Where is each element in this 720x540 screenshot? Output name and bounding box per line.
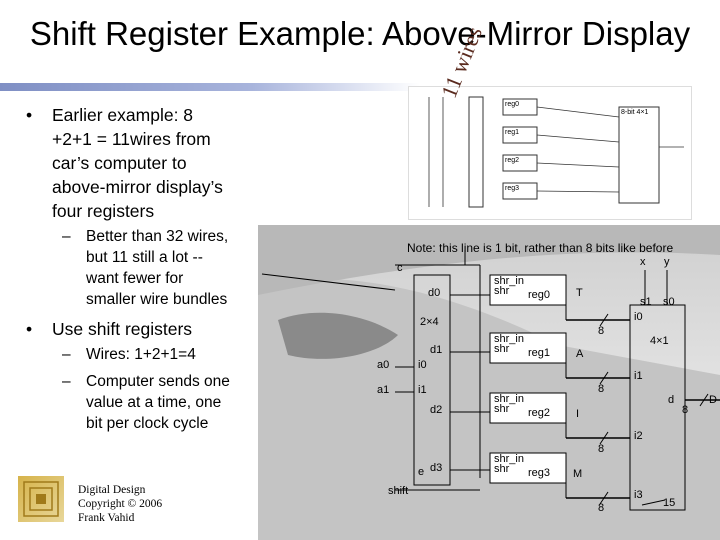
- mux-s1: s1: [640, 296, 652, 308]
- label-M: M: [573, 468, 583, 480]
- reg2-shr-in: shr_in: [494, 393, 524, 405]
- sub-dash-1: –: [62, 228, 71, 245]
- label-d2: d2: [430, 404, 443, 416]
- reg2-shr: shr: [494, 403, 510, 415]
- register-2: [489, 392, 567, 424]
- label-decoder: 2×4: [420, 316, 439, 328]
- mux-size: 4×1: [650, 335, 669, 347]
- reg3-shr-in: shr_in: [494, 453, 524, 465]
- sub-dash-2: –: [62, 346, 71, 363]
- label-a0: a0: [377, 359, 390, 371]
- reg0-shr-in: shr_in: [494, 275, 524, 287]
- mux-box: [629, 304, 686, 511]
- sub-line: bit per clock cycle: [86, 415, 209, 432]
- output-width: 8: [682, 404, 689, 416]
- logo-squares-icon: [23, 481, 59, 517]
- thumb-reg2: reg2: [505, 157, 520, 164]
- bullet-line: four registers: [52, 201, 155, 221]
- sub-computer-sends: Computer sends one value at a time, one …: [86, 371, 230, 434]
- reg0-name: reg0: [528, 289, 551, 301]
- footer-line: Frank Vahid: [78, 512, 135, 524]
- mux-i1: i1: [634, 370, 643, 382]
- reg0-shr: shr: [494, 285, 510, 297]
- label-x: x: [640, 256, 646, 268]
- mux-i0: i0: [634, 311, 643, 323]
- sub-line: but 11 still a lot --: [86, 249, 203, 266]
- footer-credit: Digital Design Copyright © 2006 Frank Va…: [78, 483, 162, 525]
- bus-width-3: 8: [598, 502, 605, 514]
- bullet-line: Earlier example: 8: [52, 105, 194, 125]
- reg1-name: reg1: [528, 347, 551, 359]
- footer-line: Copyright © 2006: [78, 498, 163, 510]
- sub-better-than: Better than 32 wires, but 11 still a lot…: [86, 226, 228, 310]
- reg3-shr: shr: [494, 463, 510, 475]
- bullet-line: car’s computer to: [52, 153, 187, 173]
- label-shift: shift: [388, 485, 409, 497]
- title-accent-bar: [0, 83, 420, 91]
- output-D: D: [709, 394, 717, 406]
- slide-title: Shift Register Example: Above-Mirror Dis…: [29, 15, 691, 52]
- thumb-mux-label: 8-bit 4×1: [621, 109, 649, 116]
- photo-shapes: [258, 225, 720, 540]
- thumb-reg0: reg0: [505, 101, 520, 108]
- annotation-arrow: [261, 273, 396, 291]
- car-interior-photo: [258, 225, 720, 540]
- register-3: [489, 452, 567, 484]
- label-fifteen: 15: [663, 497, 676, 509]
- label-I: I: [576, 408, 580, 420]
- reg1-shr-in: shr_in: [494, 333, 524, 345]
- sub-line: want fewer for: [86, 270, 184, 287]
- bullet-line: above-mirror display’s: [52, 177, 223, 197]
- mux-i2: i2: [634, 430, 643, 442]
- register-0: [489, 274, 567, 306]
- label-y: y: [664, 256, 670, 268]
- mux-i3: i3: [634, 489, 643, 501]
- bullet-use-shift-registers: Use shift registers: [52, 319, 193, 339]
- bus-width-1: 8: [598, 383, 605, 395]
- thumb-reg3: reg3: [505, 185, 520, 192]
- reg3-name: reg3: [528, 467, 551, 479]
- note-one-bit: Note: this line is 1 bit, rather than 8 …: [407, 241, 674, 255]
- sub-line: value at a time, one: [86, 394, 222, 411]
- label-d3: d3: [430, 462, 443, 474]
- mux-output-d: d: [668, 394, 675, 406]
- label-c: c: [397, 262, 403, 274]
- sub-line: Computer sends one: [86, 373, 230, 390]
- sub-line: smaller wire bundles: [86, 291, 228, 308]
- bullet-earlier-example: Earlier example: 8 +2+1 = 11wires from c…: [52, 103, 223, 223]
- bullet-dot-1: •: [26, 105, 33, 125]
- label-d0: d0: [428, 287, 441, 299]
- thumbnail-circuit: [428, 96, 684, 208]
- mux-s0: s0: [663, 296, 675, 308]
- label-A: A: [576, 348, 584, 360]
- decoder-box: [413, 274, 451, 486]
- footer-line: Digital Design: [78, 484, 146, 496]
- label-e: e: [418, 466, 425, 478]
- bus-width-0: 8: [598, 325, 605, 337]
- label-i0: i0: [418, 359, 427, 371]
- bullet-line: +2+1 = 11wires from: [52, 129, 211, 149]
- sub-line: Better than 32 wires,: [86, 228, 229, 245]
- label-d1: d1: [430, 344, 443, 356]
- reg2-name: reg2: [528, 407, 551, 419]
- bullet-dot-2: •: [26, 319, 33, 339]
- sub-dash-3: –: [62, 373, 71, 390]
- publisher-logo: [18, 476, 64, 522]
- sub-wires-count: Wires: 1+2+1=4: [86, 346, 196, 363]
- label-T: T: [576, 287, 583, 299]
- thumb-reg1: reg1: [505, 129, 520, 136]
- label-a1: a1: [377, 384, 390, 396]
- bus-width-2: 8: [598, 443, 605, 455]
- register-1: [489, 332, 567, 364]
- previous-example-thumbnail: reg0 reg1 reg2 reg3 8-bit 4×1: [408, 86, 692, 220]
- label-i1: i1: [418, 384, 427, 396]
- reg1-shr: shr: [494, 343, 510, 355]
